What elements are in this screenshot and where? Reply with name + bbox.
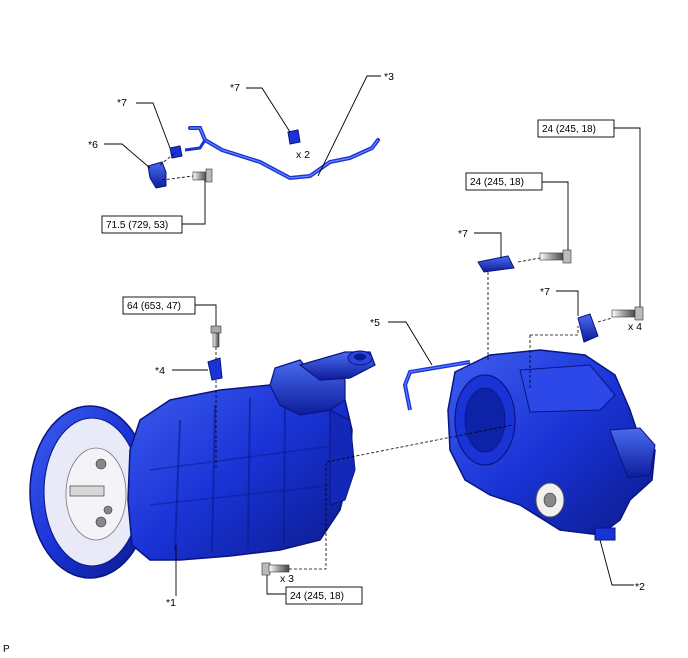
bolt-bracket-4	[210, 325, 222, 348]
qty-transfer-bolts: x 4	[628, 321, 642, 333]
torque-box-lower-bolts: 24 (245, 18)	[285, 586, 363, 605]
transfer-case	[447, 349, 656, 541]
leader-lines	[104, 75, 641, 596]
bolt-transfer-top	[539, 249, 572, 264]
bolt-transfer-right	[611, 306, 644, 321]
figure-code: P	[3, 644, 10, 655]
breather-hose-3	[184, 126, 380, 181]
callout-2: *2	[635, 581, 645, 593]
callout-3: *3	[384, 71, 394, 83]
svg-text:71.5 (729, 53): 71.5 (729, 53)	[106, 220, 168, 231]
manual-transmission	[29, 350, 376, 579]
torque-box-transfer-top: 24 (245, 18)	[537, 119, 615, 138]
bracket-4	[207, 357, 223, 381]
svg-text:64 (653, 47): 64 (653, 47)	[127, 301, 181, 312]
torque-box-transfer-mid: 24 (245, 18)	[465, 172, 543, 191]
qty-lower-bolts: x 3	[280, 573, 294, 585]
torque-box-hose-bolt: 71.5 (729, 53)	[101, 215, 183, 234]
torque-box-bracket-bolt: 64 (653, 47)	[122, 296, 196, 315]
callout-7-upper-left: *7	[117, 97, 127, 109]
breather-hose-5	[402, 360, 471, 411]
callout-7-transfer-right: *7	[540, 286, 550, 298]
callout-4: *4	[155, 365, 165, 377]
callout-7-upper-middle: *7	[230, 82, 240, 94]
bolt-hose-bracket	[192, 168, 213, 183]
svg-text:24 (245, 18): 24 (245, 18)	[470, 177, 524, 188]
qty-clamps: x 2	[296, 149, 310, 161]
callout-1: *1	[166, 597, 176, 609]
alignment-lines	[159, 151, 613, 570]
bracket-6	[147, 161, 167, 189]
clip-7-transfer-top	[477, 255, 515, 273]
bolt-lower	[261, 562, 290, 576]
callout-5: *5	[370, 317, 380, 329]
callout-7-transfer-top: *7	[458, 228, 468, 240]
callout-6: *6	[88, 139, 98, 151]
svg-text:24 (245, 18): 24 (245, 18)	[542, 124, 596, 135]
clip-7-upper-middle	[287, 129, 301, 145]
svg-text:24 (245, 18): 24 (245, 18)	[290, 591, 344, 602]
clip-7-transfer-right	[577, 313, 599, 343]
